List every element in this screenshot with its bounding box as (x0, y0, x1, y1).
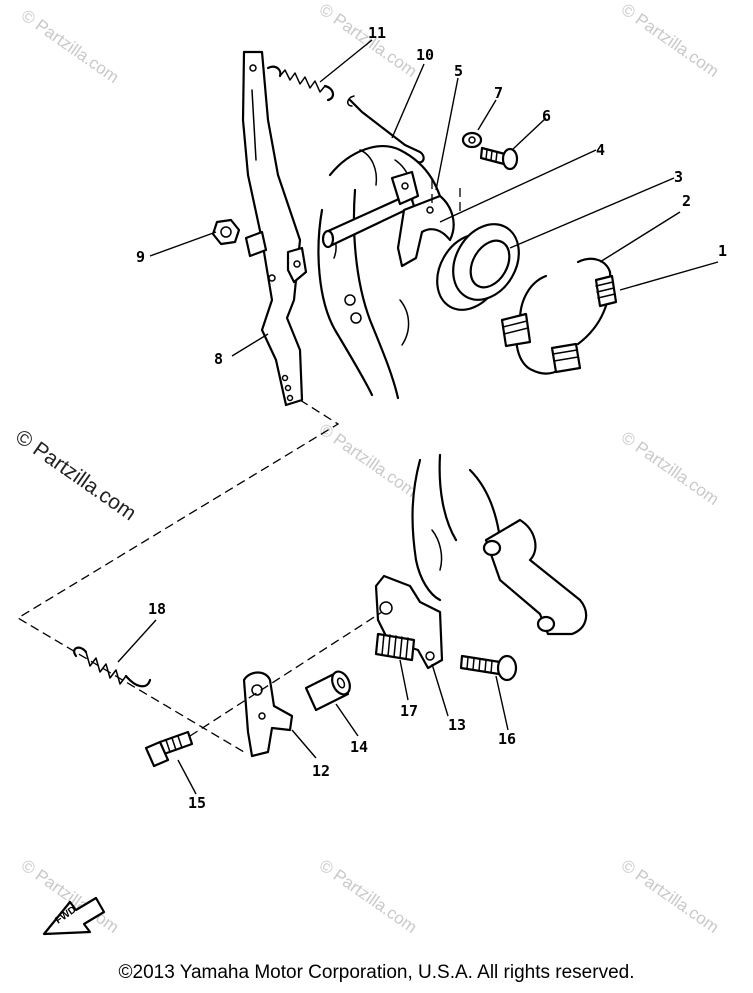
callout-14: 14 (350, 738, 368, 756)
part-10-rod (347, 95, 425, 164)
lever-pivot (244, 230, 308, 284)
part-6-bolt (479, 146, 519, 171)
callout-11: 11 (368, 24, 386, 42)
callout-5: 5 (454, 62, 463, 80)
part-17-spring (374, 632, 416, 662)
callout-4: 4 (596, 141, 605, 159)
callout-numbers: 1 2 3 4 5 6 7 8 9 10 11 12 13 14 15 16 1… (136, 24, 727, 812)
part-9-nut (211, 218, 241, 246)
housing-lower (411, 453, 588, 636)
watermark-layer: © Partzilla.com © Partzilla.com © Partzi… (11, 0, 722, 937)
part-13-bracket (374, 574, 444, 670)
callout-13: 13 (448, 716, 466, 734)
part-12-plate (242, 671, 294, 758)
callout-1: 1 (718, 242, 727, 260)
part-14-cylinder (304, 670, 351, 712)
watermark: © Partzilla.com (18, 6, 123, 87)
part-16-bolt (459, 654, 518, 682)
callout-8: 8 (214, 350, 223, 368)
part-5-bracket (390, 170, 420, 206)
callout-7: 7 (494, 84, 503, 102)
part-18-spring (73, 646, 152, 688)
callout-15: 15 (188, 794, 206, 812)
watermark: © Partzilla.com (618, 0, 723, 81)
callout-2: 2 (682, 192, 691, 210)
part-8-lever (241, 50, 304, 407)
callout-6: 6 (542, 107, 551, 125)
housing-upper (317, 145, 447, 400)
part-15-bolt (144, 730, 194, 768)
part-7-washer (461, 131, 483, 149)
callout-17: 17 (400, 702, 418, 720)
watermark: © Partzilla.com (618, 428, 723, 509)
part-4-arm (396, 194, 455, 268)
watermark: © Partzilla.com (316, 420, 421, 501)
watermark: © Partzilla.com (618, 856, 723, 937)
part-3-collar (436, 223, 520, 311)
copyright-notice: ©2013 Yamaha Motor Corporation, U.S.A. A… (118, 962, 635, 983)
callout-3: 3 (674, 168, 683, 186)
part-11-spring (266, 65, 335, 102)
callout-16: 16 (498, 730, 516, 748)
watermark-dark: © Partzilla.com (11, 425, 140, 525)
callout-leaders (117, 39, 719, 795)
watermark: © Partzilla.com (316, 856, 421, 937)
callout-10: 10 (416, 46, 434, 64)
dashed-connection-lines (16, 180, 461, 753)
part-1-coil (500, 274, 618, 374)
callout-12: 12 (312, 762, 330, 780)
callout-18: 18 (148, 600, 166, 618)
callout-9: 9 (136, 248, 145, 266)
